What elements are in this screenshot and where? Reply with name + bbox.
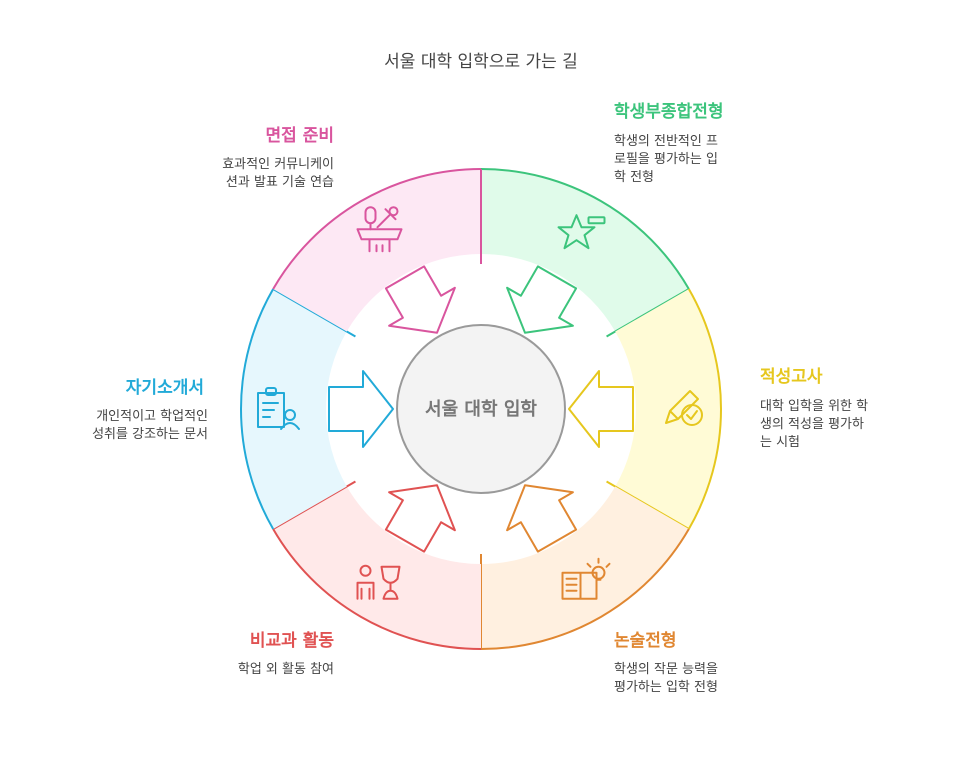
- ring-arc-self-intro: [240, 288, 275, 530]
- ring-arc-essay: [480, 528, 690, 650]
- diagram-title: 서울 대학 입학으로 가는 길: [384, 52, 578, 72]
- book-lightbulb-icon: [561, 557, 611, 600]
- podium-microphone-icon: [356, 206, 403, 253]
- ring-sector-self-intro: [241, 289, 347, 529]
- arrow-interview: [384, 265, 456, 334]
- desc-line: 로필을 평가하는 입: [614, 152, 718, 167]
- arrow-self-intro: [328, 370, 394, 448]
- arrow-extracurricular: [384, 484, 456, 553]
- desc-line: 생의 적성을 평가하: [760, 417, 864, 432]
- arrow-ring: [328, 265, 634, 553]
- ring-sector-extracurricular: [273, 486, 481, 649]
- label-extracurricular-title: 비교과 활동: [249, 631, 334, 651]
- trophy-person-icon: [356, 564, 401, 600]
- clipboard-user-icon: [257, 387, 300, 430]
- label-essay-title: 논술전형: [614, 631, 677, 651]
- ring-arc-interview: [272, 168, 482, 290]
- ring-sector-aptitude: [615, 289, 721, 529]
- desc-line: 학생의 전반적인 프: [614, 134, 718, 149]
- pencil-check-icon: [665, 390, 703, 426]
- desc-line: 대학 입학을 위한 학: [760, 399, 869, 414]
- arrow-essay: [506, 484, 578, 553]
- desc-line: 성취를 강조하는 문서: [92, 427, 208, 442]
- label-comprehensive-title: 학생부종합전형: [614, 102, 724, 122]
- desc-line: 학생의 작문 능력을: [614, 662, 718, 677]
- arrow-comprehensive: [506, 265, 578, 334]
- desc-line: 학 전형: [614, 170, 655, 185]
- ring-arc-comprehensive: [480, 168, 690, 290]
- label-self-intro-title: 자기소개서: [125, 378, 204, 398]
- desc-line: 개인적이고 학업적인: [96, 409, 208, 424]
- center-circle: [396, 324, 566, 494]
- ring-arc-extracurricular: [272, 528, 482, 650]
- label-aptitude-title: 적성고사: [760, 367, 823, 387]
- desc-line: 션과 발표 기술 연습: [225, 175, 334, 190]
- desc-line: 학업 외 활동 참여: [237, 662, 334, 677]
- desc-line: 는 시험: [760, 435, 801, 450]
- ring-sector-essay: [481, 486, 689, 649]
- label-extracurricular-desc: 학업 외 활동 참여: [134, 661, 334, 679]
- star-icon: [557, 214, 606, 250]
- ring-arc-aptitude: [687, 288, 722, 530]
- label-interview-title: 면접 준비: [265, 126, 334, 146]
- ring-sector-comprehensive: [481, 169, 689, 332]
- arrow-aptitude: [568, 370, 634, 448]
- desc-line: 효과적인 커뮤니케이: [222, 157, 334, 172]
- center-label: 서울 대학 입학: [425, 398, 537, 420]
- icon-layer: [257, 206, 703, 600]
- desc-line: 평가하는 입학 전형: [614, 680, 718, 695]
